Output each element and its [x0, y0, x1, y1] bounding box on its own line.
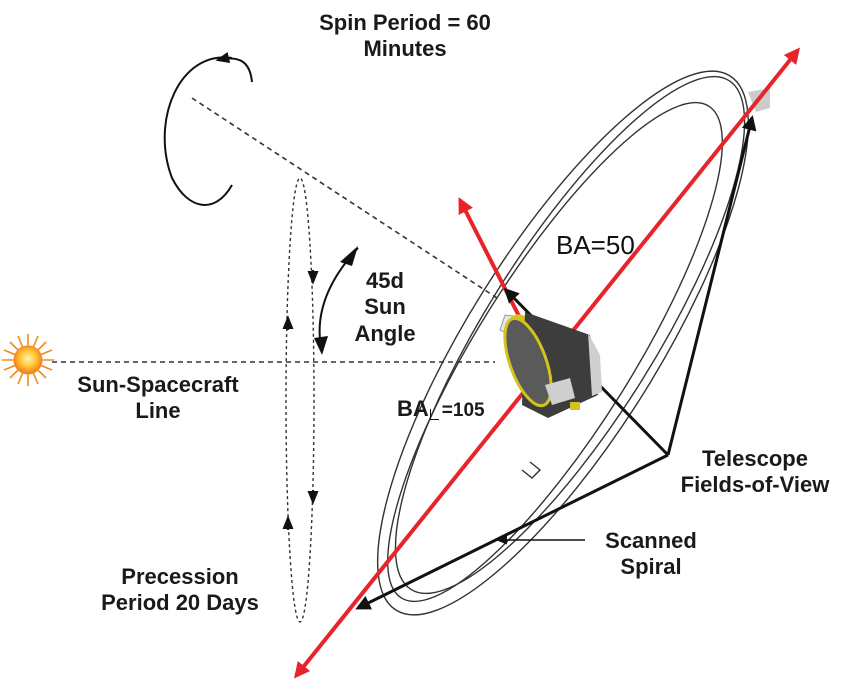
ba-105-subscript-mark: [429, 409, 439, 420]
sun-pointing-red-arrow: [458, 197, 524, 323]
sun-angle-line2: Sun: [364, 294, 406, 320]
scanned-spiral-line2: Spiral: [620, 554, 682, 580]
scanned-spiral-line1: Scanned: [605, 528, 697, 553]
spacecraft: [499, 312, 602, 418]
precession-line1: Precession: [121, 564, 239, 589]
sun-spacecraft-line1: Sun-Spacecraft: [77, 372, 239, 397]
spin-period-label: Spin Period = 60 Minutes: [290, 10, 520, 63]
precession-ellipse: [282, 177, 319, 623]
telescope-line2: Fields-of-View: [680, 472, 830, 498]
ba-50-label: BA=50: [556, 230, 635, 261]
precession-label: Precession Period 20 Days: [62, 564, 298, 617]
telescope-line1: Telescope: [702, 446, 808, 471]
telescope-fov-label: Telescope Fields-of-View: [650, 446, 860, 499]
right-angle-mark: [521, 461, 542, 479]
scanned-spiral-label: Scanned Spiral: [586, 528, 716, 581]
spin-rotation-arrow: [163, 52, 253, 206]
sun-angle-label: 45d Sun Angle: [330, 268, 440, 347]
sun-angle-line3: Angle: [354, 320, 416, 346]
sun-spacecraft-line-label: Sun-Spacecraft Line: [48, 372, 268, 425]
sun-angle-line1: 45d: [366, 268, 404, 293]
ba-105-label: BA =105: [397, 396, 485, 423]
ba-105-prefix: BA: [397, 396, 429, 421]
spin-period-line1: Spin Period = 60: [319, 10, 491, 35]
sun-icon: [2, 334, 54, 386]
spin-period-line2: Minutes: [363, 36, 447, 62]
precession-line2: Period 20 Days: [101, 590, 259, 616]
ba-105-suffix: =105: [441, 400, 485, 421]
ba-50-text: BA=50: [556, 230, 635, 260]
sun-spacecraft-line2: Line: [135, 398, 181, 424]
